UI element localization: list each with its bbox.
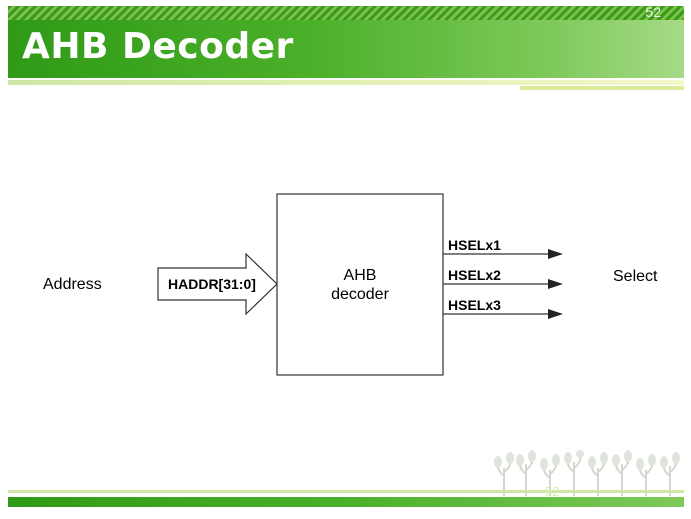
hsel-label-3: HSELx3 <box>448 297 501 313</box>
block-label-ahb: AHB <box>343 267 377 284</box>
decoder-block <box>276 193 444 376</box>
select-label: Select <box>613 268 658 285</box>
slide-title: AHB Decoder <box>22 26 294 67</box>
footer-bar <box>8 497 684 507</box>
block-label-decoder: decoder <box>331 286 389 303</box>
page-number-bottom: 52 <box>545 484 560 499</box>
output-arrows <box>443 249 563 319</box>
haddr-bus-arrow <box>157 252 278 316</box>
plants-decoration <box>494 450 680 496</box>
hsel-label-1: HSELx1 <box>448 237 501 253</box>
hsel2-arrowhead <box>548 279 563 289</box>
footer-line <box>8 490 684 493</box>
title-underline <box>8 80 684 85</box>
header-stripes <box>8 6 684 20</box>
haddr-label: HADDR[31:0] <box>168 276 256 292</box>
address-label: Address <box>43 276 102 293</box>
page-number-top: 52 <box>645 4 661 20</box>
hsel3-arrowhead <box>548 309 563 319</box>
title-underline-accent <box>520 86 684 90</box>
hsel-label-2: HSELx2 <box>448 267 501 283</box>
title-bar <box>8 20 684 78</box>
hsel1-arrowhead <box>548 249 563 259</box>
